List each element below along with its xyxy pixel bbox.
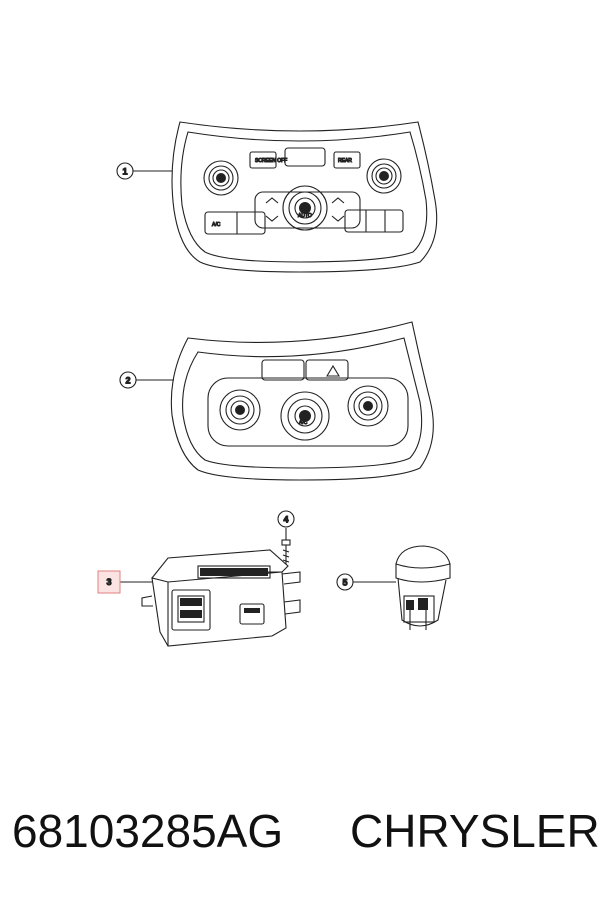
part-5-dark-details — [406, 598, 428, 610]
panel2-ac-label: A/C — [299, 420, 308, 426]
part-3-control-module — [141, 549, 301, 647]
part-4-screw — [281, 528, 291, 564]
part-2-control-panel — [170, 321, 434, 481]
callout-2-label: 2 — [125, 376, 130, 386]
panel1-ac-label: A/C — [212, 222, 221, 228]
part-2-dark-details — [235, 401, 373, 422]
callout-3-label: 3 — [106, 577, 111, 587]
part-5-switch — [395, 545, 451, 630]
panel1-screen-off-label: SCREEN OFF — [255, 158, 287, 164]
footer-caption: 68103285AG CHRYSLER — [0, 800, 600, 870]
part-number: 68103285AG — [12, 805, 284, 857]
callout-4-label: 4 — [283, 515, 288, 525]
callout-1 — [116, 162, 172, 180]
brand-name: CHRYSLER — [350, 805, 600, 857]
callout-4 — [277, 510, 295, 528]
panel1-auto-label: AUTO — [298, 213, 312, 219]
callout-5 — [336, 573, 396, 591]
part-1-dark-details — [216, 171, 389, 214]
part-3-dark-details — [180, 568, 268, 618]
callout-2 — [119, 371, 174, 389]
callout-3 — [97, 570, 152, 594]
callout-1-label: 1 — [122, 167, 127, 177]
part-1-control-panel — [171, 121, 438, 273]
panel1-rear-label: REAR — [338, 158, 352, 164]
callout-5-label: 5 — [342, 578, 347, 588]
